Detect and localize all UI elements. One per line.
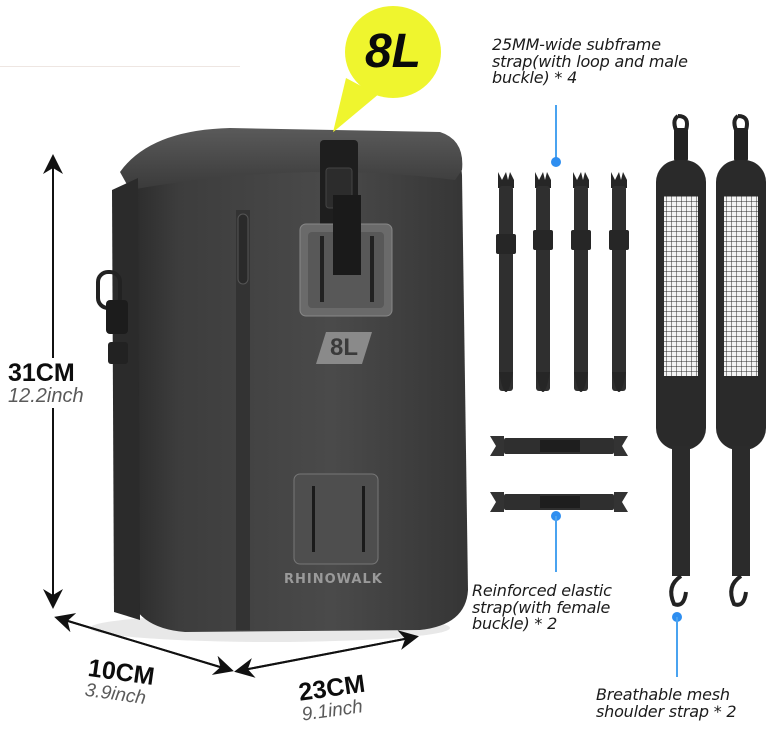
callout-line: shoulder strap * 2 [596,701,737,721]
callout-line: buckle) * 2 [472,614,558,633]
callout-line: Reinforced elastic [472,581,612,600]
callout-line: 25MM-wide subframe [492,35,661,54]
callout-line: strap(with female [472,597,611,617]
callout-subframe-strap: 25MM-wide subframe strap(with loop and m… [492,35,762,87]
capacity-bubble [345,6,441,98]
bag-body [96,128,468,632]
callout-line: Breathable mesh [596,685,730,704]
height-inch: 12.2inch [8,385,84,407]
leader-line-shoulder [676,617,678,677]
subframe-straps [496,172,629,392]
height-cm: 31CM [8,359,75,387]
leader-dot-subframe [551,157,561,167]
callout-line: buckle) * 4 [492,68,578,87]
capacity-badge: 8L [364,25,421,78]
leader-line-elastic [555,516,557,572]
height-dimension: 31CM 12.2inch [8,358,84,408]
bag-capacity-label: 8L [329,334,358,361]
elastic-straps [490,436,628,512]
width-dimension: 23CM 9.1inch [297,670,369,726]
leader-line-subframe [555,105,557,160]
callout-shoulder-strap: Breathable mesh shoulder strap * 2 [596,685,778,721]
shoulder-straps [656,114,766,607]
callout-elastic-strap: Reinforced elastic strap(with female buc… [472,581,672,633]
callout-line: strap(with loop and male [492,51,688,71]
divider-line [0,66,240,67]
brand-logo: RHINOWALK [284,572,383,587]
depth-dimension: 10CM 3.9inch [84,654,157,710]
